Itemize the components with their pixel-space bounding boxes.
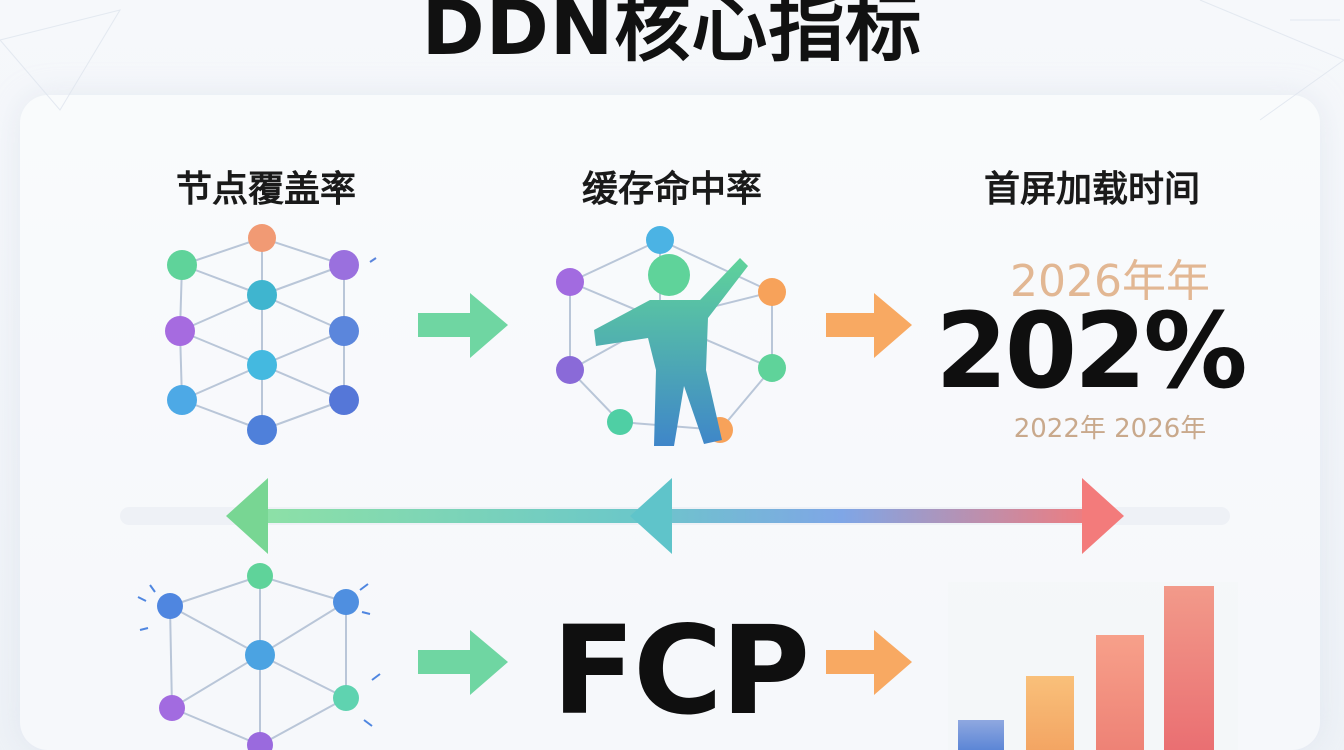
page-title: DDN核心指标 [421,0,923,72]
trend-year-label: 2026年年 [1010,256,1210,307]
arrow-right-icon [418,293,508,358]
double-arrow-icon [120,478,1230,554]
metric-label-node-coverage: 节点覆盖率 [175,169,356,210]
network-node-icon [137,563,381,750]
metric-label-cache-hit-rate: 缓存命中率 [581,169,762,210]
decorative-lines [0,0,1344,121]
trend-value: 202% [935,290,1247,412]
bar-chart-icon [948,582,1238,750]
arrow-right-icon [826,630,912,695]
network-node-icon [165,224,377,445]
user-network-icon [556,226,786,446]
metric-label-first-screen-load: 首屏加载时间 [983,169,1200,210]
arrow-right-icon [826,293,912,358]
trend-range-label: 2022年 2026年 [1013,414,1207,444]
fcp-label: FCP [551,600,810,742]
arrow-right-icon [418,630,508,695]
